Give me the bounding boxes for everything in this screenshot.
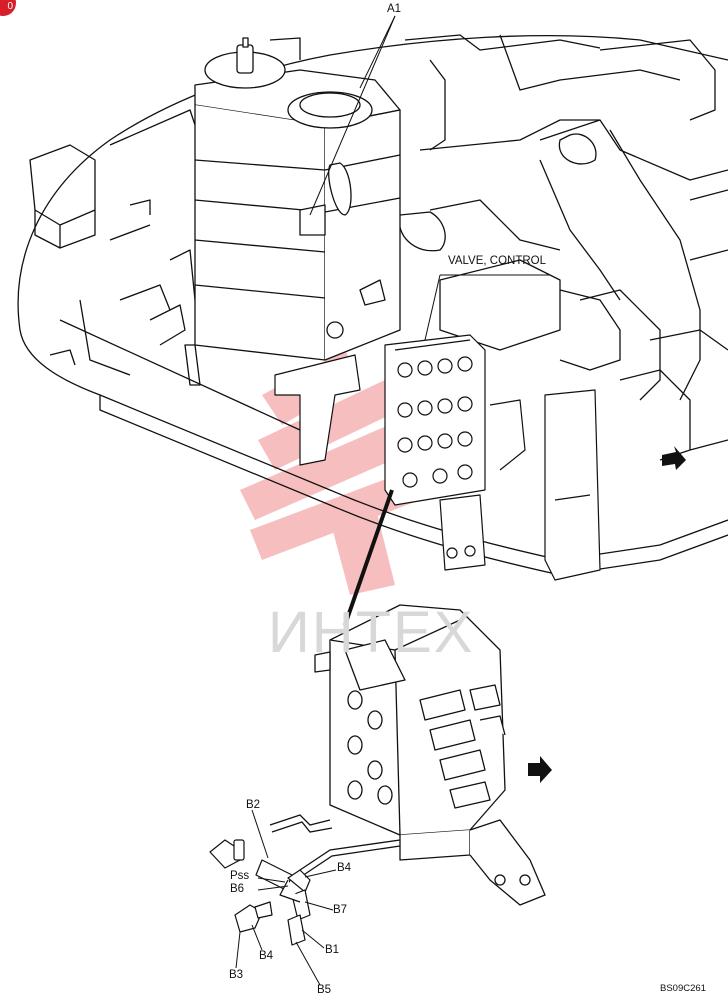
watermark-text: ИНТЕХ bbox=[268, 600, 475, 665]
callout-b3: B3 bbox=[229, 969, 244, 981]
callout-b5: B5 bbox=[317, 984, 332, 996]
callout-pss: Pss bbox=[230, 870, 250, 882]
callout-b2: B2 bbox=[246, 799, 261, 811]
callout-b7: B7 bbox=[333, 904, 348, 916]
hydraulic-tank bbox=[194, 37, 401, 361]
callout-b4-lower: B4 bbox=[259, 950, 274, 962]
upper-frame bbox=[17, 34, 728, 576]
drawing-reference: BS09C261 bbox=[660, 983, 706, 994]
fittings bbox=[209, 839, 311, 946]
page-badge: 0 bbox=[0, 0, 16, 16]
control-valve-installed bbox=[274, 334, 601, 581]
callout-b1: B1 bbox=[325, 944, 340, 956]
detail-pointer bbox=[343, 489, 394, 626]
callout-b6: B6 bbox=[230, 883, 245, 895]
control-valve-detail bbox=[314, 604, 546, 906]
lower-leader-lines bbox=[235, 809, 337, 986]
direction-arrows bbox=[528, 446, 686, 783]
callout-b4-upper: B4 bbox=[337, 862, 352, 874]
pilot-tubes bbox=[269, 814, 401, 877]
callout-a1: A1 bbox=[387, 3, 402, 15]
upper-leader-lines bbox=[309, 15, 550, 341]
callout-valve-control: VALVE, CONTROL bbox=[448, 255, 546, 267]
